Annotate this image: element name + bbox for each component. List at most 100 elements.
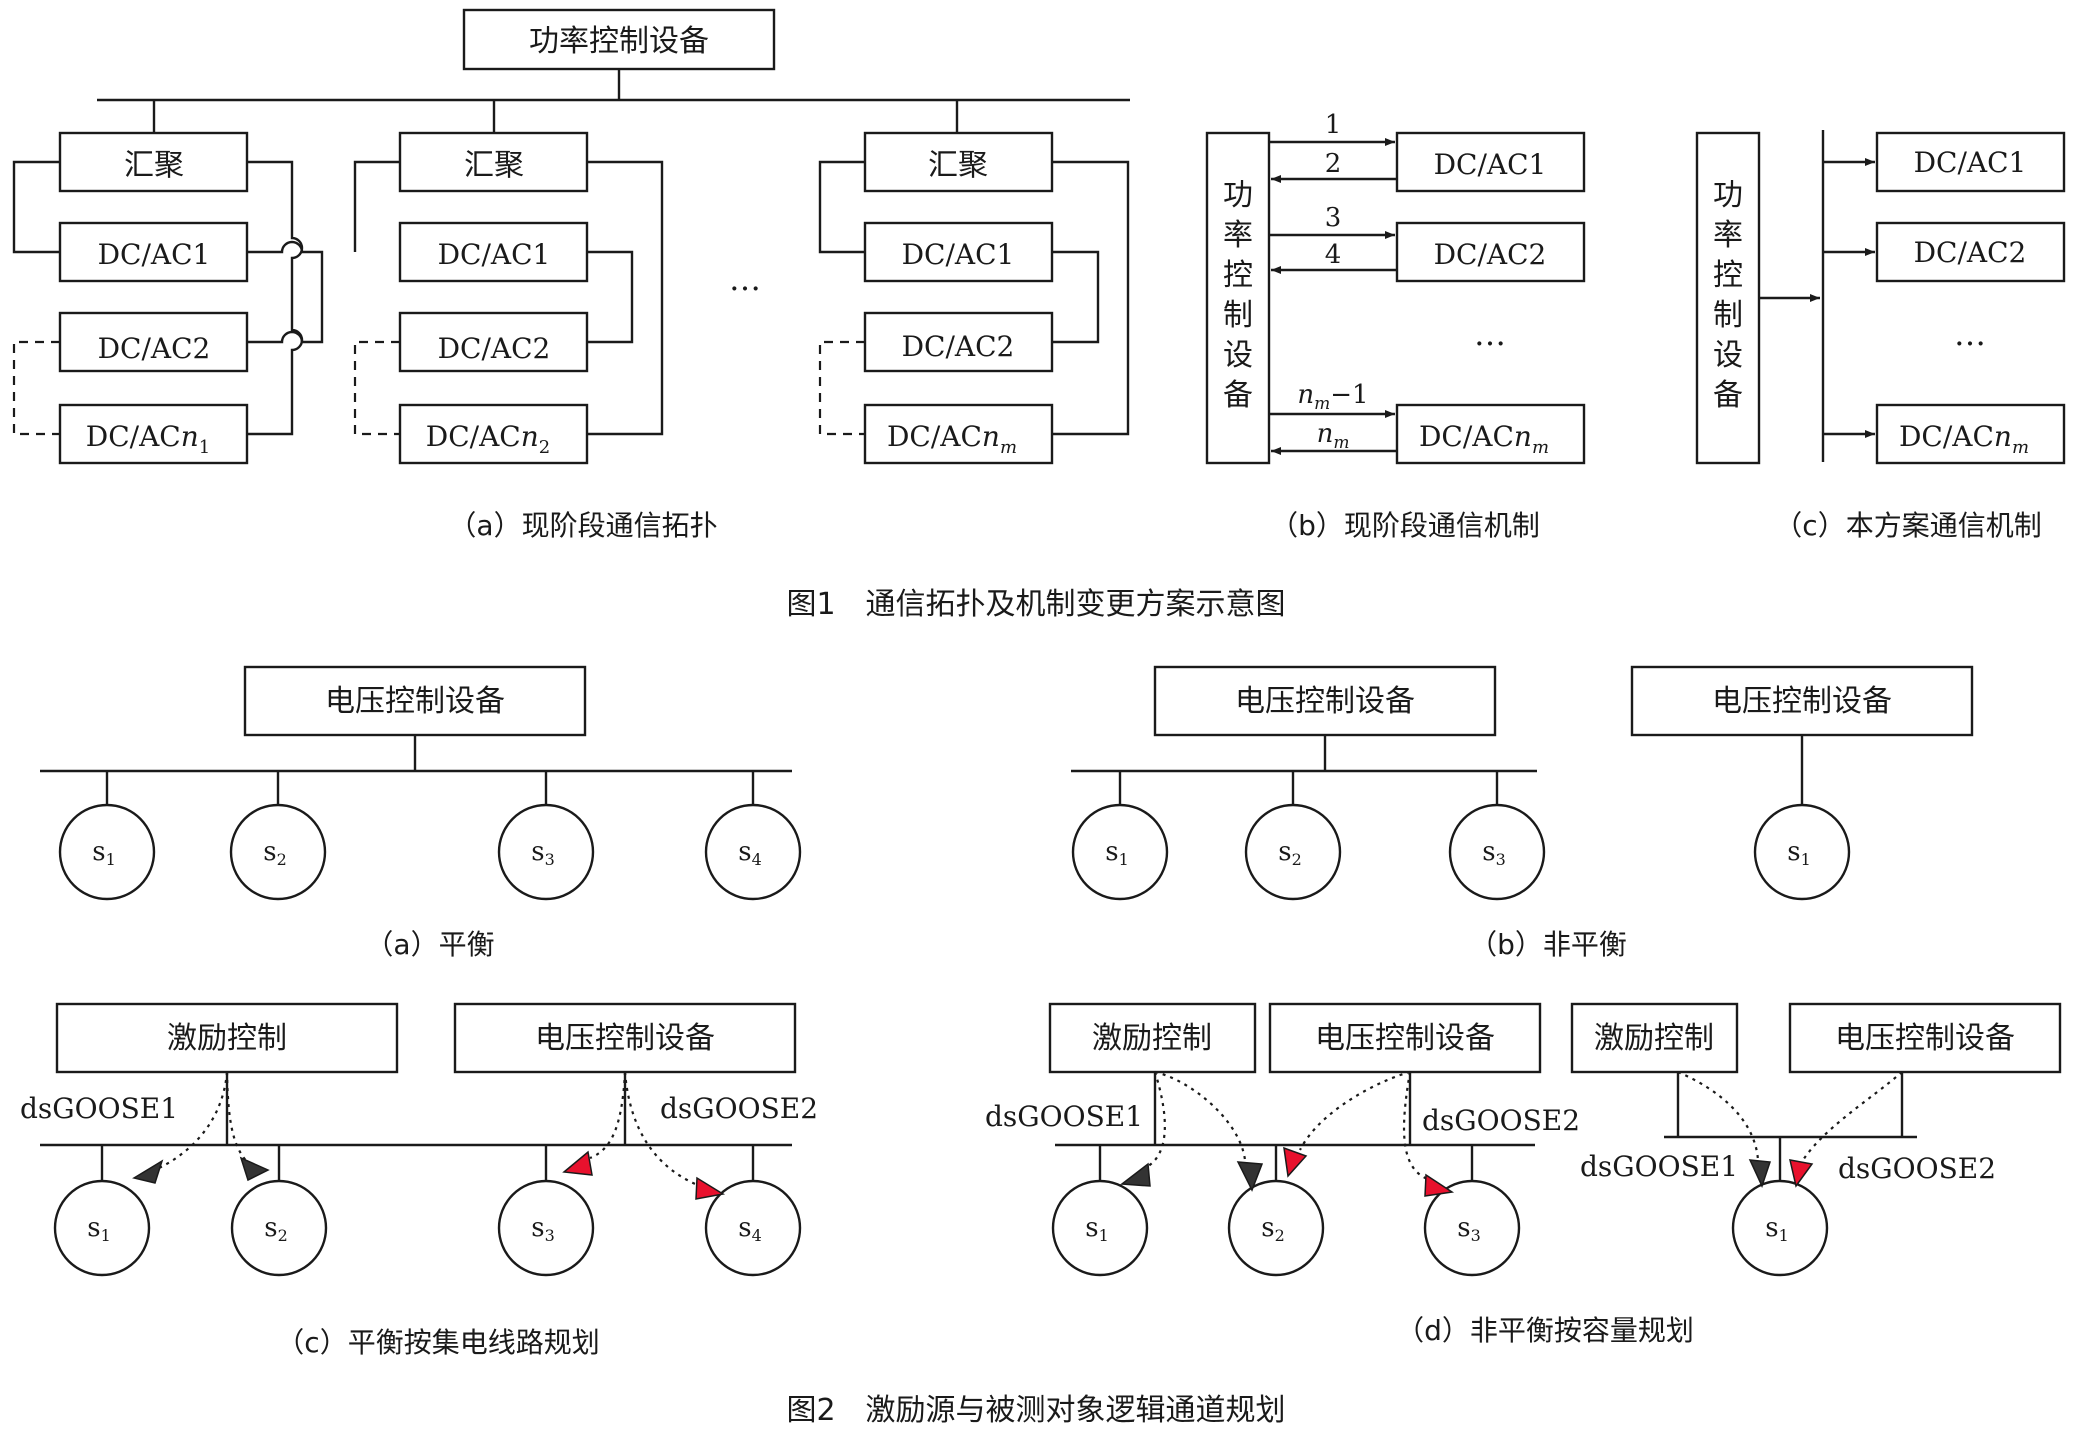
node-s1: s1 <box>87 1213 111 1245</box>
node-s3: s3 <box>531 1213 555 1245</box>
dcacn1-label: DC/ACn1 <box>86 420 210 458</box>
fig2d-caption: （d）非平衡按容量规划 <box>1396 1314 1694 1347</box>
arrow-head-dark <box>132 1159 164 1184</box>
arrow-label: 3 <box>1325 203 1342 233</box>
fig2a-caption: （a）平衡 <box>365 928 494 961</box>
arrow-head-red <box>695 1176 726 1200</box>
dsgoose1-label: dsGOOSE1 <box>1580 1150 1738 1183</box>
node-s1-single: s1 <box>1787 837 1811 869</box>
dcacnm-label: DC/ACnm <box>1419 420 1549 458</box>
node-s1: s1 <box>92 837 116 869</box>
fig2c-balanced-by-line: 激励控制 电压控制设备 s1 s2 s3 s4 dsGOOSE1 dsGOOSE… <box>20 1002 818 1359</box>
dcac2-label: DC/AC2 <box>1914 236 2027 269</box>
arrow-label: 4 <box>1325 240 1342 270</box>
fig1a-topology: 功率控制设备 汇聚 DC/AC1 DC/AC2 DC/ACn1 汇聚 <box>12 8 1130 542</box>
ellipsis: … <box>1954 315 1986 353</box>
power-control-vertical-box <box>1205 131 1271 465</box>
node-s3: s3 <box>1482 837 1506 869</box>
arrow-head-dark <box>1119 1162 1151 1187</box>
excitation-control-label: 激励控制 <box>1092 1021 1212 1056</box>
side-char: 设 <box>1223 338 1253 373</box>
node-s2: s2 <box>1261 1213 1285 1245</box>
side-char: 制 <box>1713 298 1743 333</box>
voltage-control-label: 电压控制设备 <box>325 684 505 719</box>
arrow-label-nm: nm <box>1317 419 1350 453</box>
dcac1-label: DC/AC1 <box>1914 146 2027 179</box>
fig1b-caption: （b）现阶段通信机制 <box>1270 509 1540 542</box>
node-s2: s2 <box>264 1213 288 1245</box>
node-s3: s3 <box>531 837 555 869</box>
node-s1: s1 <box>1105 837 1129 869</box>
dsgoose2-label: dsGOOSE2 <box>1422 1104 1580 1137</box>
arrow-head-red <box>1283 1146 1308 1178</box>
fig2b-caption: （b）非平衡 <box>1469 928 1627 961</box>
node-s3: s3 <box>1457 1213 1481 1245</box>
group-m: 汇聚 DC/AC1 DC/AC2 DC/ACnm <box>818 131 1130 465</box>
node-s4: s4 <box>738 837 762 869</box>
side-char: 率 <box>1223 218 1253 253</box>
dcac2-label: DC/AC2 <box>1434 238 1547 271</box>
side-char: 功 <box>1223 178 1253 213</box>
dcac2-label: DC/AC2 <box>98 332 211 365</box>
node-s2: s2 <box>263 837 287 869</box>
arrow-head-dark <box>1236 1161 1264 1192</box>
arrow-label: 2 <box>1325 149 1342 179</box>
dsgoose1-label: dsGOOSE1 <box>985 1100 1143 1133</box>
arrow-label-nm-minus-1: nm−1 <box>1297 380 1368 414</box>
power-control-vertical-box <box>1695 131 1761 465</box>
side-char: 备 <box>1713 378 1743 413</box>
dcac1-label: DC/AC1 <box>98 238 211 271</box>
fig2a-balanced: 电压控制设备 s1 s2 s3 s4 （a）平衡 <box>40 665 802 961</box>
dcac2-label: DC/AC2 <box>438 332 551 365</box>
fig1c-mechanism: 功 率 控 制 设 备 DC/AC1 DC/AC2 … DC/ACnm （c）本… <box>1695 130 2066 542</box>
dsgoose1-label: dsGOOSE1 <box>20 1092 178 1125</box>
power-control-label: 功率控制设备 <box>529 24 709 59</box>
side-char: 设 <box>1713 338 1743 373</box>
fig1a-caption: （a）现阶段通信拓扑 <box>448 509 717 542</box>
ellipsis: … <box>1474 315 1506 353</box>
node-s1: s1 <box>1085 1213 1109 1245</box>
side-char: 制 <box>1223 298 1253 333</box>
excitation-control-label: 激励控制 <box>1594 1021 1714 1056</box>
side-char: 率 <box>1713 218 1743 253</box>
arrow-head-dark <box>1748 1159 1772 1189</box>
voltage-control-label: 电压控制设备 <box>1835 1021 2015 1056</box>
node-s2: s2 <box>1278 837 1302 869</box>
dsgoose2-label: dsGOOSE2 <box>1838 1152 1996 1185</box>
dcac1-label: DC/AC1 <box>1434 148 1547 181</box>
dsgoose2-label: dsGOOSE2 <box>660 1092 818 1125</box>
dcac2-label: DC/AC2 <box>902 330 1015 363</box>
voltage-control-label: 电压控制设备 <box>535 1021 715 1056</box>
node-s4: s4 <box>738 1213 762 1245</box>
arrow-head-red <box>562 1150 593 1176</box>
aggregator-label: 汇聚 <box>124 148 184 183</box>
aggregator-label: 汇聚 <box>464 148 524 183</box>
voltage-control-label: 电压控制设备 <box>1712 684 1892 719</box>
side-char: 控 <box>1223 258 1253 293</box>
aggregator-label: 汇聚 <box>928 148 988 183</box>
group-2: 汇聚 DC/AC1 DC/AC2 DC/ACn2 <box>353 131 664 465</box>
voltage-control-label: 电压控制设备 <box>1315 1021 1495 1056</box>
fig2b-unbalanced: 电压控制设备 s1 s2 s3 电压控制设备 s1 （b）非平衡 <box>1071 665 1974 961</box>
side-char: 控 <box>1713 258 1743 293</box>
group-1: 汇聚 DC/AC1 DC/AC2 DC/ACn1 <box>12 131 324 465</box>
arrow-head-red <box>1424 1173 1455 1197</box>
ellipsis: … <box>729 260 761 298</box>
power-control-box <box>462 8 776 71</box>
side-char: 备 <box>1223 378 1253 413</box>
excitation-control-label: 激励控制 <box>167 1021 287 1056</box>
dcac1-label: DC/AC1 <box>438 238 551 271</box>
arrow-label: 1 <box>1325 110 1342 140</box>
arrow-head-dark <box>239 1156 270 1182</box>
fig1c-caption: （c）本方案通信机制 <box>1774 509 2041 542</box>
side-char: 功 <box>1713 178 1743 213</box>
voltage-control-label: 电压控制设备 <box>1235 684 1415 719</box>
fig1-caption: 图1 通信拓扑及机制变更方案示意图 <box>786 587 1285 622</box>
dcac1-label: DC/AC1 <box>902 238 1015 271</box>
dcacn2-label: DC/ACn2 <box>426 420 550 458</box>
fig2d-unbalanced-by-capacity: 激励控制 电压控制设备 s1 s2 s3 dsGOOSE1 dsGOOSE2 激… <box>985 1002 2062 1347</box>
node-s1-single: s1 <box>1765 1213 1789 1245</box>
fig1b-mechanism: 功 率 控 制 设 备 DC/AC1 DC/AC2 … DC/ACnm 1 2 … <box>1205 110 1586 542</box>
dcacnm-label: DC/ACnm <box>1899 420 2029 458</box>
